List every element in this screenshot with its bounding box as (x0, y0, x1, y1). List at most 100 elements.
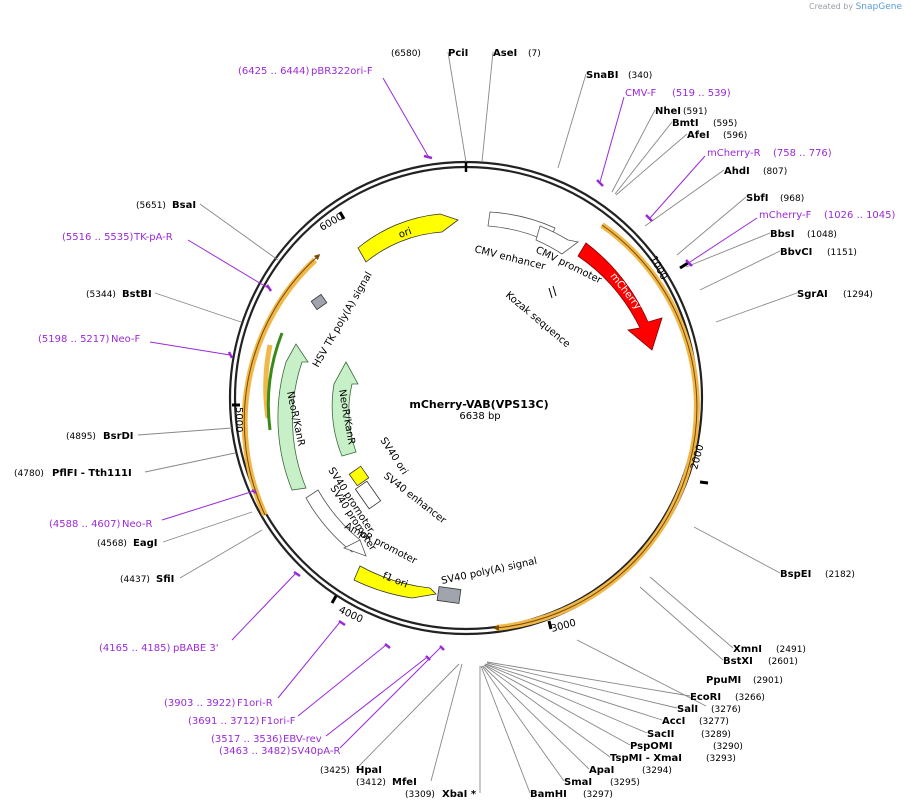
enzyme-name-3[interactable]: NheI (655, 106, 681, 117)
enzyme-name-27[interactable]: SfiI (156, 574, 174, 585)
primer-range-6: (4588 .. 4607) (49, 519, 121, 530)
enzyme-line-12 (649, 576, 734, 649)
enzyme-name-17[interactable]: AccI (662, 716, 685, 727)
primer-name-9[interactable]: F1ori-F (261, 716, 296, 727)
primer-name-4[interactable]: TK-pA-R (133, 232, 173, 243)
snapgene-logo: SnapGene (855, 2, 902, 12)
enzyme-position-7: (968) (780, 194, 804, 204)
kozak-label: Kozak sequence (503, 290, 572, 350)
primer-name-8[interactable]: F1ori-R (237, 698, 273, 709)
enzyme-name-31[interactable]: BstBI (122, 289, 152, 300)
enzyme-position-14: (2901) (753, 676, 783, 686)
primer-name-7[interactable]: pBABE 3' (173, 643, 219, 654)
enzyme-name-21[interactable]: ApaI (589, 765, 614, 776)
enzyme-name-0[interactable]: PciI (448, 48, 468, 59)
enzyme-position-5: (596) (723, 131, 747, 141)
enzyme-name-20[interactable]: TspMI - XmaI (610, 753, 682, 764)
primer-mark-8 (338, 619, 346, 627)
enzyme-name-15[interactable]: EcoRI (690, 692, 721, 703)
enzyme-name-22[interactable]: SmaI (564, 777, 592, 788)
enzyme-name-32[interactable]: BsaI (172, 200, 196, 211)
enzyme-name-1[interactable]: AseI (493, 48, 517, 59)
enzyme-name-30[interactable]: BsrDI (103, 431, 134, 442)
enzyme-name-11[interactable]: BspEI (780, 569, 811, 580)
primer-name-5[interactable]: Neo-F (111, 334, 141, 345)
primer-name-3[interactable]: mCherry-F (759, 210, 812, 221)
primer-name-1[interactable]: CMV-F (625, 88, 656, 99)
enzyme-position-27: (4437) (120, 575, 150, 585)
enzyme-name-24[interactable]: XbaI * (442, 789, 477, 800)
enzyme-name-6[interactable]: AhdI (724, 166, 750, 177)
primer-range-1: (519 .. 539) (672, 88, 731, 99)
sv40-polya-box (436, 586, 462, 604)
primer-mark-5 (227, 351, 234, 359)
primer-name-11[interactable]: SV40pA-R (291, 746, 340, 757)
mcherry-arrow (577, 242, 663, 351)
sv40-enhancer-label: SV40 enhancer (381, 471, 448, 527)
primer-line-3 (689, 217, 758, 263)
primer-mark-1 (596, 179, 604, 187)
hsv-tk-box (310, 293, 328, 311)
enzyme-position-8: (1048) (807, 230, 837, 240)
primer-name-6[interactable]: Neo-R (122, 519, 153, 530)
plasmid-length: 6638 bp (459, 411, 500, 422)
enzyme-line-28 (162, 511, 253, 543)
primer-mark-7 (293, 570, 301, 578)
neor-inner-arrow (331, 361, 359, 457)
enzyme-name-8[interactable]: BbsI (770, 229, 794, 240)
tick-label-6000: 6000 (318, 211, 346, 233)
enzyme-name-29[interactable]: PflFI - Tth111I (52, 468, 132, 479)
enzyme-line-26 (355, 663, 460, 770)
enzyme-position-13: (2601) (768, 657, 798, 667)
enzyme-name-28[interactable]: EagI (133, 538, 157, 549)
orange-bands (241, 222, 700, 631)
sv40-ori-label: SV40 ori (377, 436, 409, 477)
enzyme-name-4[interactable]: BmtI (672, 118, 699, 129)
enzyme-line-22 (481, 665, 565, 782)
enzyme-name-2[interactable]: SnaBI (586, 70, 618, 81)
enzyme-position-6: (807) (763, 167, 787, 177)
enzyme-position-26: (3425) (320, 766, 350, 776)
enzyme-name-7[interactable]: SbfI (746, 193, 768, 204)
snapgene-credit: Created by SnapGene (809, 2, 902, 12)
enzyme-name-9[interactable]: BbvCI (780, 247, 812, 258)
sv40-promoter-inner (342, 539, 367, 557)
enzyme-position-17: (3277) (699, 717, 729, 727)
primer-name-0[interactable]: pBR322ori-F (311, 66, 373, 77)
enzyme-line-16 (486, 662, 678, 709)
primer-mark-2 (645, 214, 653, 222)
enzyme-line-18 (484, 663, 648, 734)
enzyme-line-31 (154, 292, 242, 323)
enzyme-position-1: (7) (528, 49, 541, 59)
enzyme-name-19[interactable]: PspOMI (630, 741, 672, 752)
tick-mark-1000 (679, 261, 689, 270)
enzyme-position-9: (1151) (827, 248, 857, 258)
primer-name-10[interactable]: EBV-rev (283, 734, 322, 745)
enzyme-position-3: (591) (683, 107, 707, 117)
primer-line-8 (277, 621, 341, 699)
enzyme-name-23[interactable]: BamHI (530, 789, 567, 800)
site-labels: PciI(6580)AseI(7)SnaBI(340)NheI(591)BmtI… (14, 48, 896, 800)
enzyme-position-25: (3412) (356, 778, 386, 788)
primer-range-0: (6425 .. 6444) (238, 66, 310, 77)
enzyme-name-5[interactable]: AfeI (687, 130, 710, 141)
enzyme-name-18[interactable]: SacII (647, 729, 674, 740)
primer-line-10 (325, 657, 427, 737)
enzyme-name-16[interactable]: SalI (677, 704, 698, 715)
enzyme-name-26[interactable]: HpaI (356, 765, 382, 776)
primer-mark-6 (251, 489, 257, 494)
enzyme-name-25[interactable]: MfeI (392, 777, 417, 788)
enzyme-name-12[interactable]: XmnI (733, 644, 762, 655)
enzyme-name-13[interactable]: BstXI (723, 656, 753, 667)
enzyme-name-10[interactable]: SgrAI (797, 289, 828, 300)
mcherry-label: mCherry (608, 271, 643, 312)
enzyme-name-14[interactable]: PpuMI (706, 675, 741, 686)
enzyme-line-30 (137, 427, 233, 436)
enzyme-line-3 (611, 109, 656, 193)
enzyme-line-8 (685, 232, 771, 268)
primer-range-8: (3903 .. 3922) (164, 698, 236, 709)
primer-name-2[interactable]: mCherry-R (707, 148, 761, 159)
primer-range-5: (5198 .. 5217) (38, 334, 110, 345)
enzyme-line-4 (614, 121, 673, 195)
enzyme-position-22: (3295) (610, 778, 640, 788)
